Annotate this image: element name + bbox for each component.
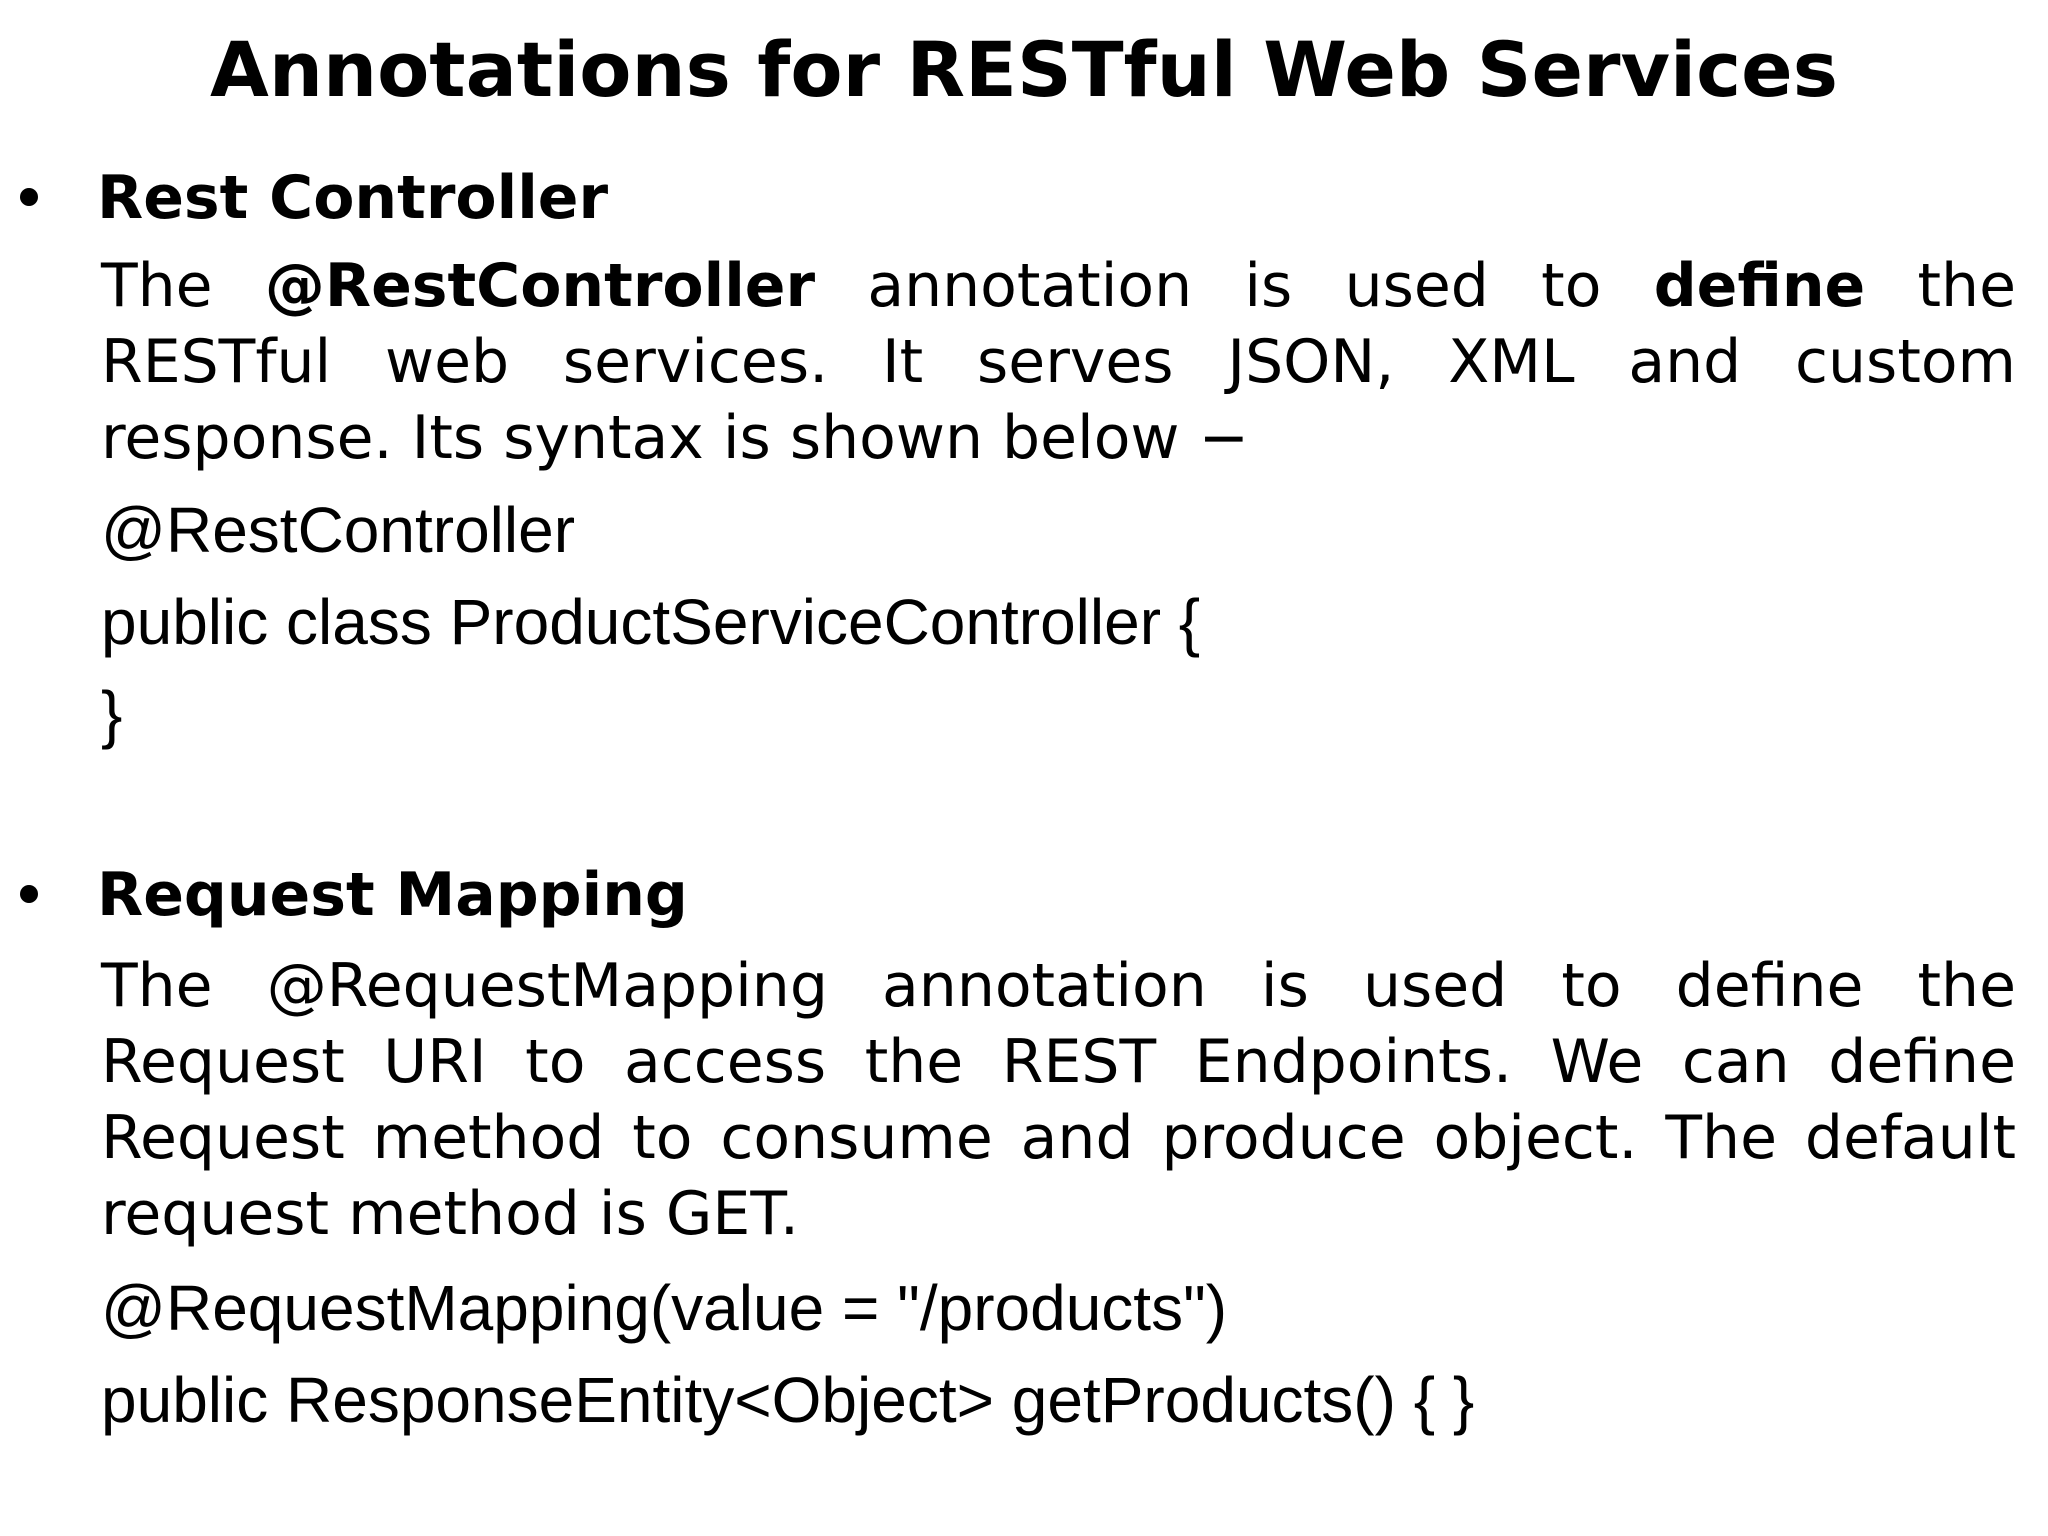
section-request-mapping: Request Mapping bbox=[0, 855, 2048, 935]
code-line: public class ProductServiceController { bbox=[101, 586, 1201, 658]
text-run: annotation is used to bbox=[815, 251, 1654, 321]
code-line: public ResponseEntity<Object> getProduct… bbox=[101, 1364, 1475, 1436]
bullet-item-request-mapping: Request Mapping bbox=[0, 855, 2048, 935]
bullet-item-rest-controller: Rest Controller bbox=[0, 158, 2048, 238]
bullet-icon bbox=[20, 188, 38, 206]
text-run-bold: @RestController bbox=[264, 251, 816, 321]
slide-title: Annotations for RESTful Web Services bbox=[210, 25, 1838, 114]
code-line: } bbox=[101, 678, 123, 750]
paragraph-rest-controller: The @RestController annotation is used t… bbox=[101, 248, 2016, 476]
text-run: The bbox=[101, 251, 265, 321]
paragraph-request-mapping: The @RequestMapping annotation is used t… bbox=[101, 951, 2016, 1249]
bullet-icon bbox=[20, 885, 38, 903]
code-line: @RequestMapping(value = "/products") bbox=[101, 1272, 1228, 1344]
text-run-bold: define bbox=[1653, 251, 1866, 321]
code-line: @RestController bbox=[101, 494, 575, 566]
bullet-heading: Request Mapping bbox=[97, 860, 688, 930]
text-run: the RESTful web services. It serves JSON… bbox=[101, 251, 2016, 473]
section-rest-controller: Rest Controller bbox=[0, 158, 2048, 238]
bullet-heading: Rest Controller bbox=[97, 163, 609, 233]
